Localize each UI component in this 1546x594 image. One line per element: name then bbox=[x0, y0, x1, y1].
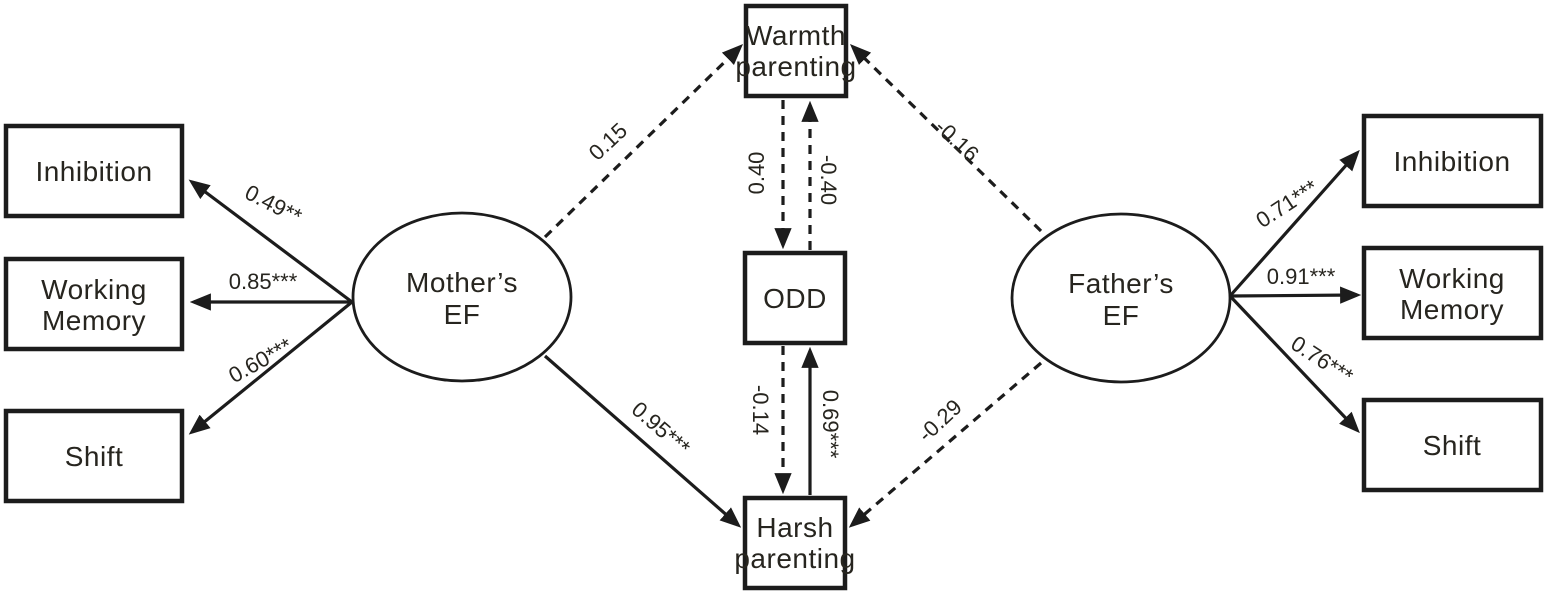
path-father-to-harsh bbox=[848, 361, 1043, 528]
label-warmth-parenting-line1: Warmth bbox=[746, 20, 846, 51]
coef-father-to-warmth: -0.16 bbox=[930, 114, 984, 166]
label-shift-left: Shift bbox=[65, 441, 124, 472]
coef-mother-to-inhibition: 0.49** bbox=[241, 180, 306, 230]
label-harsh-parenting-line2: parenting bbox=[734, 543, 855, 574]
label-fathers-ef-line2: EF bbox=[1103, 300, 1140, 331]
path-mother-to-warmth bbox=[543, 44, 744, 239]
coef-mother-to-working-memory: 0.85*** bbox=[229, 269, 298, 294]
path-father-to-working-memory bbox=[1229, 286, 1362, 304]
path-mother-to-shift bbox=[188, 300, 354, 435]
coef-warmth-to-odd: 0.40 bbox=[744, 152, 769, 195]
box-harsh-parenting bbox=[742, 495, 848, 591]
label-fathers-ef-line1: Father’s bbox=[1068, 268, 1174, 299]
box-shift-right bbox=[1361, 397, 1544, 493]
coef-mother-to-harsh: 0.95*** bbox=[627, 396, 695, 460]
ellipse-fathers-ef bbox=[1010, 212, 1232, 384]
box-working-memory-left bbox=[3, 256, 185, 352]
coef-father-to-shift: 0.76*** bbox=[1287, 331, 1358, 390]
label-odd: ODD bbox=[763, 283, 827, 314]
label-inhibition-left: Inhibition bbox=[35, 156, 152, 187]
label-inhibition-right: Inhibition bbox=[1393, 146, 1510, 177]
label-shift-right: Shift bbox=[1423, 430, 1482, 461]
path-mother-to-inhibition bbox=[188, 179, 353, 304]
box-odd bbox=[742, 250, 848, 346]
coef-father-to-harsh: -0.29 bbox=[913, 394, 967, 446]
coef-harsh-to-odd: 0.69*** bbox=[818, 390, 843, 459]
coef-odd-to-harsh: -0.14 bbox=[748, 385, 773, 435]
label-mothers-ef-line2: EF bbox=[444, 299, 481, 330]
path-father-to-inhibition bbox=[1228, 149, 1360, 298]
box-inhibition-left bbox=[3, 123, 185, 219]
path-father-to-shift bbox=[1228, 294, 1360, 434]
path-father-to-warmth bbox=[849, 44, 1043, 233]
label-working-memory-left-line2: Memory bbox=[42, 305, 146, 336]
box-warmth-parenting bbox=[743, 3, 849, 99]
coef-father-to-working-memory: 0.91*** bbox=[1267, 264, 1336, 289]
label-working-memory-right-line2: Memory bbox=[1400, 294, 1504, 325]
box-working-memory-right bbox=[1361, 245, 1544, 341]
label-working-memory-left-line1: Working bbox=[41, 274, 147, 305]
label-working-memory-right-line1: Working bbox=[1399, 263, 1505, 294]
coef-mother-to-shift: 0.60*** bbox=[224, 333, 296, 388]
label-warmth-parenting-line2: parenting bbox=[735, 51, 856, 82]
coef-odd-to-warmth: -0.40 bbox=[816, 155, 841, 205]
label-harsh-parenting-line1: Harsh bbox=[756, 512, 833, 543]
label-mothers-ef-line1: Mother’s bbox=[406, 267, 518, 298]
ellipse-mothers-ef bbox=[351, 211, 573, 383]
box-inhibition-right bbox=[1361, 113, 1544, 209]
path-mother-to-harsh bbox=[543, 354, 742, 528]
box-shift-left bbox=[3, 408, 185, 504]
